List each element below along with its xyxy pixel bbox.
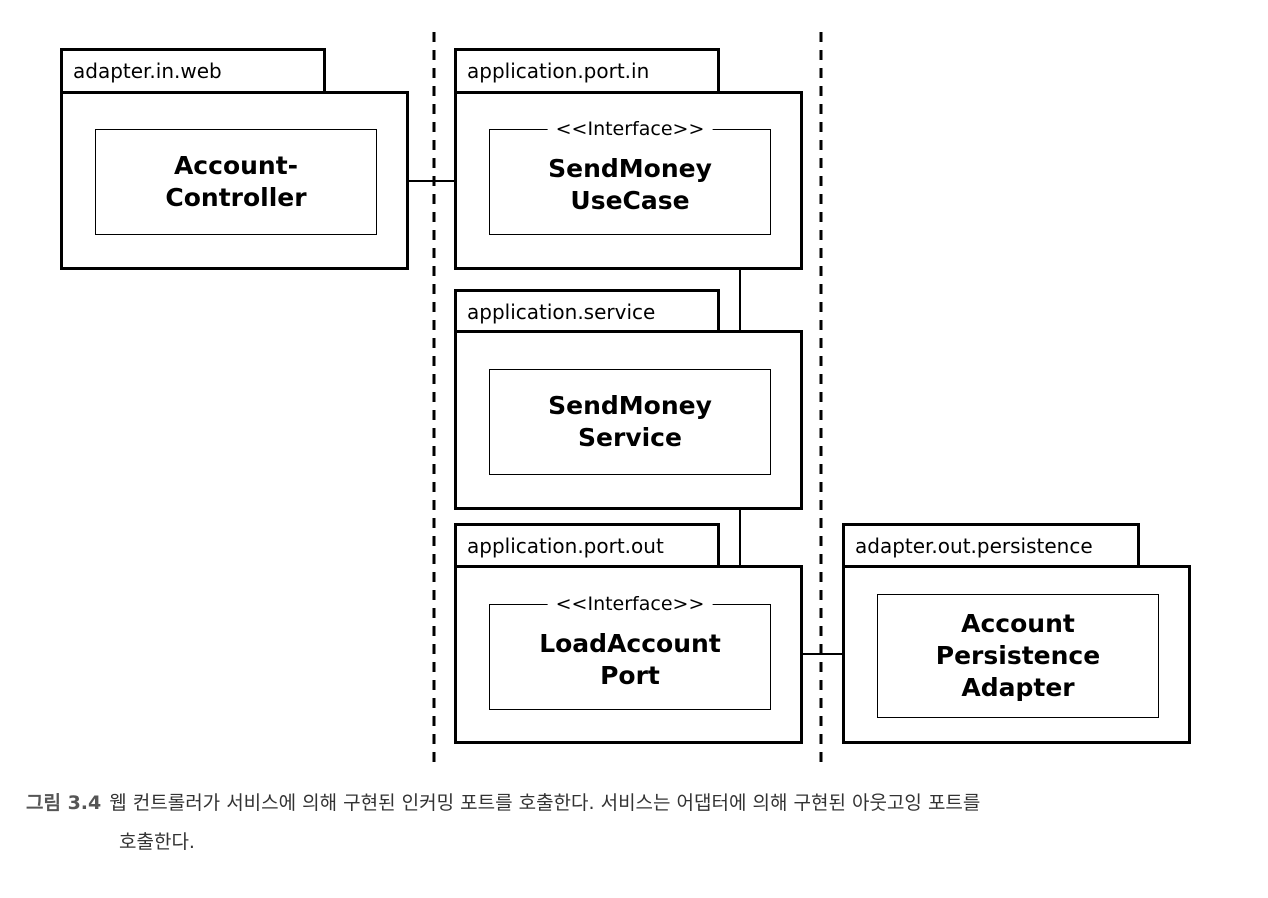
component-name-line: SendMoney xyxy=(548,154,712,183)
package-application-service: SendMoney Service xyxy=(454,330,803,510)
package-name: application.port.in xyxy=(467,59,650,83)
caption-line-2: 호출한다. xyxy=(119,831,195,853)
package-adapter-in-web: Account- Controller xyxy=(60,91,409,270)
package-name: adapter.out.persistence xyxy=(855,534,1093,558)
package-adapter-out-persistence: Account Persistence Adapter xyxy=(842,565,1191,744)
interface-stereotype: <<Interface>> xyxy=(547,117,713,141)
component-name-line: Port xyxy=(600,661,660,690)
component-name-line: UseCase xyxy=(570,186,690,215)
package-tab-adapter-out-persistence: adapter.out.persistence xyxy=(842,523,1140,569)
interface-stereotype: <<Interface>> xyxy=(547,592,713,616)
package-name: application.service xyxy=(467,300,656,324)
package-name: adapter.in.web xyxy=(73,59,222,83)
component-name-line: Controller xyxy=(165,183,307,212)
package-application-port-in: <<Interface>> SendMoney UseCase xyxy=(454,91,803,270)
component-name-line: Account- xyxy=(173,151,299,180)
component-name-line: LoadAccount xyxy=(539,629,721,658)
component-name-line: Adapter xyxy=(961,673,1075,702)
package-tab-adapter-in-web: adapter.in.web xyxy=(60,48,326,94)
package-tab-application-service: application.service xyxy=(454,289,720,335)
component-account-controller: Account- Controller xyxy=(95,129,377,235)
component-load-account-port: <<Interface>> LoadAccount Port xyxy=(489,592,771,710)
figure-label: 그림 3.4 xyxy=(26,792,102,814)
component-send-money-usecase: <<Interface>> SendMoney UseCase xyxy=(489,117,771,235)
package-tab-application-port-out: application.port.out xyxy=(454,523,720,569)
package-tab-application-port-in: application.port.in xyxy=(454,48,720,94)
component-name-line: SendMoney xyxy=(548,391,712,420)
package-name: application.port.out xyxy=(467,534,664,558)
component-name-line: Service xyxy=(578,423,682,452)
component-name-line: Persistence xyxy=(935,641,1101,670)
component-send-money-service: SendMoney Service xyxy=(489,369,771,475)
caption-line-1: 웹 컨트롤러가 서비스에 의해 구현된 인커밍 포트를 호출한다. 서비스는 어… xyxy=(109,792,981,814)
package-application-port-out: <<Interface>> LoadAccount Port xyxy=(454,565,803,744)
component-name-line: Account xyxy=(961,609,1075,638)
figure-caption: 그림 3.4 웹 컨트롤러가 서비스에 의해 구현된 인커밍 포트를 호출한다. … xyxy=(26,784,1246,862)
component-account-persistence-adapter: Account Persistence Adapter xyxy=(877,594,1159,718)
